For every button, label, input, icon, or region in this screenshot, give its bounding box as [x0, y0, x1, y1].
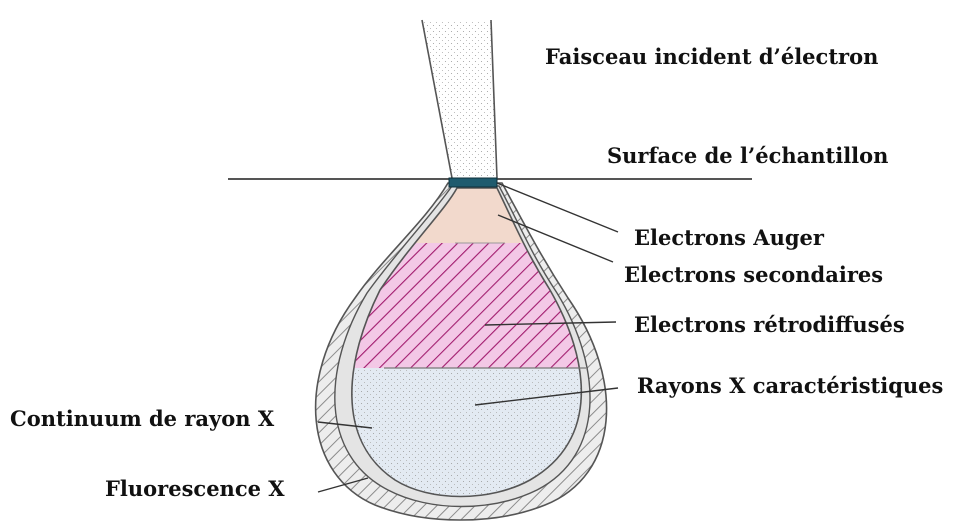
label-characteristic-xrays: Rayons X caractéristiques: [637, 375, 943, 396]
surface-layer: [449, 178, 497, 187]
label-backscattered-electrons: Electrons rétrodiffusés: [634, 314, 905, 335]
incident-beam: [422, 20, 497, 178]
label-secondary-electrons: Electrons secondaires: [624, 264, 883, 285]
label-xray-fluorescence: Fluorescence X: [105, 478, 285, 499]
auger-zone: [300, 185, 650, 243]
label-xray-continuum: Continuum de rayon X: [10, 408, 274, 429]
label-sample-surface: Surface de l’échantillon: [607, 145, 888, 166]
label-auger-electrons: Electrons Auger: [634, 227, 824, 248]
label-incident-beam: Faisceau incident d’électron: [545, 46, 878, 67]
